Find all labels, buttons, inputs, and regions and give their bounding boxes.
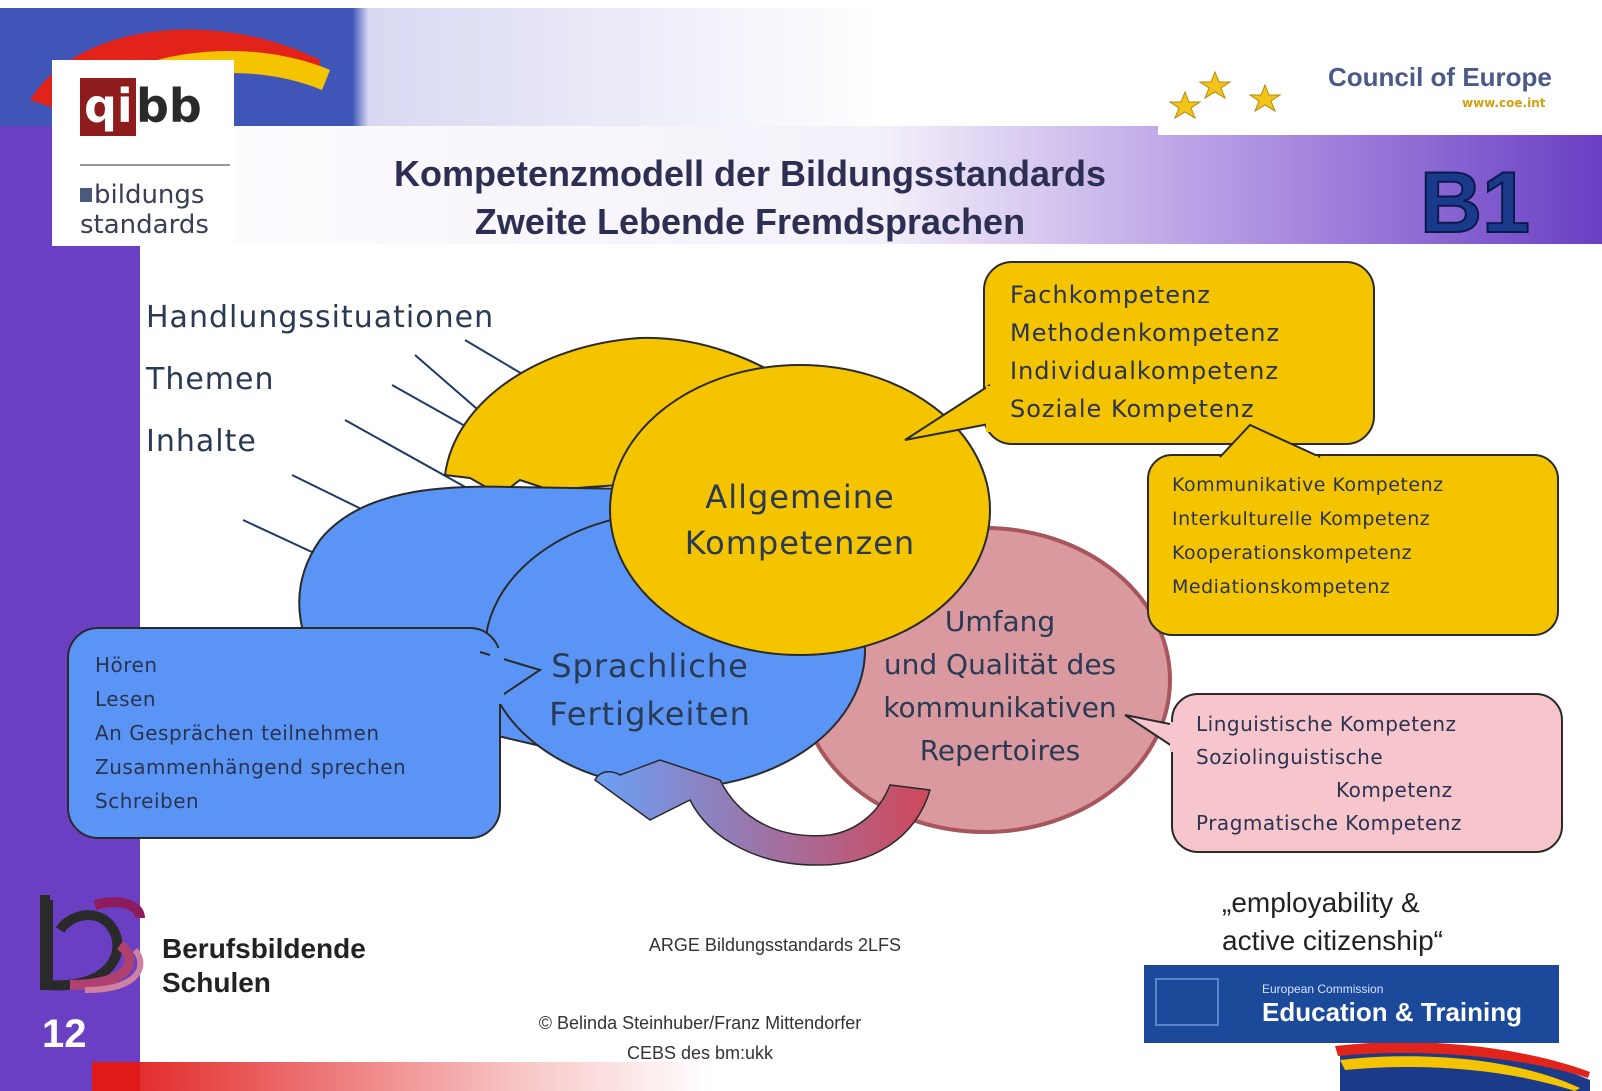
swoosh-red: [30, 29, 320, 110]
left-purple-column: [0, 126, 140, 992]
eu-flag-icon: [1155, 978, 1219, 1026]
ec-big-text: Education & Training: [1262, 997, 1523, 1027]
logo-bildungs: bildungs: [94, 180, 205, 210]
skills-item: Zusammenhängend sprechen: [95, 755, 407, 779]
kommunikativ-item: Interkulturelle Kompetenz: [1172, 508, 1431, 530]
b1-badge: B1: [1419, 154, 1531, 252]
repertoire-line-2: und Qualität des: [883, 648, 1117, 681]
ec-small-text: European Commission: [1262, 982, 1384, 996]
linguistic-box: [1124, 693, 1563, 853]
skills-item: An Gesprächen teilnehmen: [95, 721, 380, 745]
fach-item: Methodenkompetenz: [1010, 319, 1281, 347]
language-skills-line-2: Fertigkeiten: [549, 695, 751, 733]
qibb-logo-bb: bb: [136, 79, 202, 133]
school-name: Berufsbildende Schulen: [162, 932, 366, 1000]
linguistic-item: Kompetenz: [1336, 778, 1453, 802]
fach-box: [904, 261, 1375, 445]
general-competence-ellipse: [609, 364, 991, 656]
skills-item: Lesen: [95, 687, 156, 711]
copyright: © Belinda Steinhuber/Franz Mittendorfer …: [400, 1008, 1000, 1068]
skills-item: Schreiben: [95, 789, 200, 813]
council-stars-icon: [1168, 70, 1282, 120]
language-skills-line-1: Sprachliche: [551, 647, 749, 685]
arge-credit: ARGE Bildungsstandards 2LFS: [648, 935, 902, 955]
logo-divider: [80, 164, 230, 166]
fach-item: Individualkompetenz: [1010, 357, 1279, 385]
page-number: 12: [42, 1012, 87, 1056]
qibb-logo-mark: [80, 78, 136, 136]
skills-item: Hören: [95, 653, 158, 677]
cycle-arrow: [594, 759, 931, 866]
title-band: [0, 126, 1602, 244]
swoosh-yellow: [60, 50, 330, 120]
school-name-line-1: Berufsbildende: [162, 933, 366, 964]
skills-box-text: Hören Lesen An Gesprächen teilnehmen Zus…: [95, 648, 406, 818]
kommunikativ-item: Kommunikative Kompetenz: [1172, 474, 1444, 496]
qibb-logo-qi: qi: [84, 79, 133, 133]
linguistic-box-text: Linguistische Kompetenz Soziolinguistisc…: [1196, 708, 1462, 840]
fach-item: Fachkompetenz: [1010, 281, 1211, 309]
bottom-bar: [92, 1062, 1332, 1091]
qibb-logo: qi bb bildungs standards: [52, 60, 234, 246]
kommunikativ-item: Kooperationskompetenz: [1172, 542, 1413, 564]
title-line-1: Kompetenzmodell der Bildungsstandards: [393, 153, 1107, 194]
kommunikativ-box-text: Kommunikative Kompetenz Interkulturelle …: [1172, 468, 1444, 604]
repertoire-line-4: Repertoires: [919, 734, 1081, 767]
kommunikativ-box: [1147, 423, 1559, 636]
fach-box-text: Fachkompetenz Methodenkompetenz Individu…: [1010, 276, 1280, 428]
linguistic-item: Soziolinguistische: [1196, 745, 1384, 769]
motto: „employability & active citizenship“: [1222, 884, 1443, 960]
title-line-2: Zweite Lebende Fremdsprachen: [474, 201, 1026, 242]
council-of-europe-name: Council of Europe: [1328, 62, 1552, 92]
repertoire-label: Umfang und Qualität des kommunikativen R…: [860, 600, 1140, 772]
skills-box: [67, 627, 543, 839]
input-label-themen: Themen: [146, 362, 275, 397]
language-skills-label: Sprachliche Fertigkeiten: [520, 642, 780, 738]
logo-standards: standards: [80, 210, 209, 240]
general-competence-label: Allgemeine Kompetenzen: [640, 474, 960, 566]
repertoire-line-3: kommunikativen: [883, 691, 1117, 724]
kommunikativ-item: Mediationskompetenz: [1172, 576, 1391, 598]
school-name-line-2: Schulen: [162, 967, 271, 998]
linguistic-item: Pragmatische Kompetenz: [1196, 811, 1462, 835]
input-label-handlungssituationen: Handlungssituationen: [146, 300, 495, 335]
motto-line-2: active citizenship“: [1222, 925, 1443, 956]
linguistic-item: Linguistische Kompetenz: [1196, 712, 1457, 736]
council-of-europe-url: www.coe.int: [1462, 96, 1546, 110]
input-label-inhalte: Inhalte: [146, 424, 257, 459]
b1-badge-text: B1: [1420, 155, 1530, 251]
copyright-line-1: © Belinda Steinhuber/Franz Mittendorfer: [538, 1013, 862, 1033]
fach-item: Soziale Kompetenz: [1010, 395, 1255, 423]
repertoire-line-1: Umfang: [944, 605, 1056, 638]
motto-line-1: „employability &: [1222, 887, 1420, 918]
page-title: Kompetenzmodell der Bildungsstandards Zw…: [300, 150, 1200, 246]
general-competence-line-1: Allgemeine: [705, 478, 895, 516]
general-competence-line-2: Kompetenzen: [684, 524, 916, 562]
bildungsstandards-square-icon: [80, 188, 92, 202]
copyright-line-2: CEBS des bm:ukk: [626, 1043, 774, 1063]
